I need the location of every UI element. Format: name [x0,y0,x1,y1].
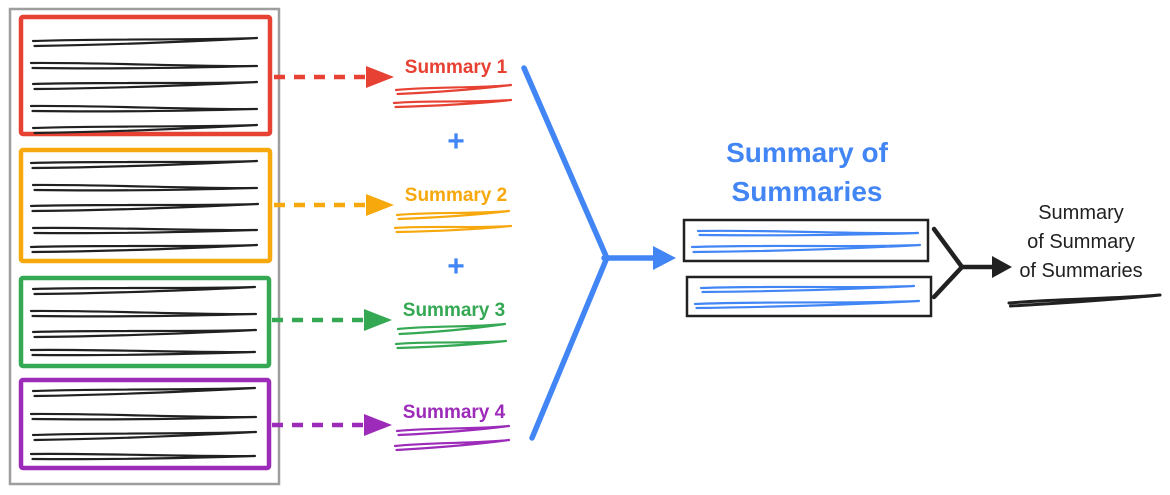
text-scribble [29,202,260,213]
text-scribble [31,226,259,235]
merge-line-bottom [529,257,609,441]
summary-2-label: Summary 2 [404,185,508,206]
document-box-4 [18,377,272,471]
text-scribble [29,412,258,421]
text-scribble [31,285,257,296]
text-scribble [31,183,259,192]
summary-of-summaries-title: Summary of Summaries [726,137,888,207]
text-scribble [29,159,259,170]
document-4-text-scribbles [29,386,258,461]
text-scribble [31,386,257,398]
summary-of-summaries-box-2 [685,275,933,318]
arrowhead-1-icon [366,66,394,88]
summary-scribble-line [394,339,508,350]
blue-scribble-line [699,284,916,294]
document-3-text-scribbles [29,285,258,357]
text-scribble [31,328,258,339]
summary-scribble-line [396,322,507,336]
summary-of-summaries-box-1 [682,218,930,263]
merge-lines [521,65,676,441]
sos-box-1-scribbles [690,229,922,254]
summary-3-scribble [394,322,508,350]
document-box-3 [18,275,272,369]
text-scribble [29,348,257,357]
final-summary-title: Summary of Summary of Summaries [1019,202,1143,282]
summary-scribble-line [394,83,513,96]
final-summary-scribble [1007,293,1162,308]
document-1-text-scribbles [29,36,259,135]
text-scribble [31,430,258,442]
arrowhead-2-icon [366,194,394,216]
blue-scribble-line [690,243,922,254]
text-scribble [31,123,259,135]
blue-scribble-line [693,299,921,310]
blue-scribble-line [696,229,920,237]
summary-4-scribble [393,424,511,452]
merge-line-top [521,65,609,259]
summary-scribble-line [395,424,511,437]
text-scribble [29,452,257,461]
final-merge-top [931,226,965,270]
sos-box-2-scribbles [693,284,921,310]
summary-scribble-line [395,209,511,221]
final-merge-arrow [931,226,1012,300]
summary-3-label: Summary 3 [402,300,506,321]
text-scribble [31,80,259,91]
arrowhead-3-icon [364,309,392,331]
final-merge-bottom [931,264,965,300]
text-scribble [29,61,259,70]
merge-arrowhead-icon [653,246,676,270]
document-2-text-scribbles [29,159,260,254]
summary-2-scribble [393,209,513,234]
text-scribble [29,243,259,254]
text-scribble [31,36,259,48]
plus-sign-1: + [447,125,465,158]
plus-sign-2: + [447,250,465,283]
document-box-2 [18,147,273,264]
arrowhead-4-icon [364,414,392,436]
summary-scribble-line [392,98,513,109]
text-scribble [29,104,259,113]
summary-scribble-line [393,224,513,234]
summary-scribble-line [393,438,511,452]
summary-4-label: Summary 4 [402,402,506,423]
final-arrowhead-icon [992,256,1012,278]
text-scribble [29,309,258,318]
summary-1-scribble [392,83,513,109]
summary-1-label: Summary 1 [404,57,508,78]
document-box-1 [18,14,273,137]
